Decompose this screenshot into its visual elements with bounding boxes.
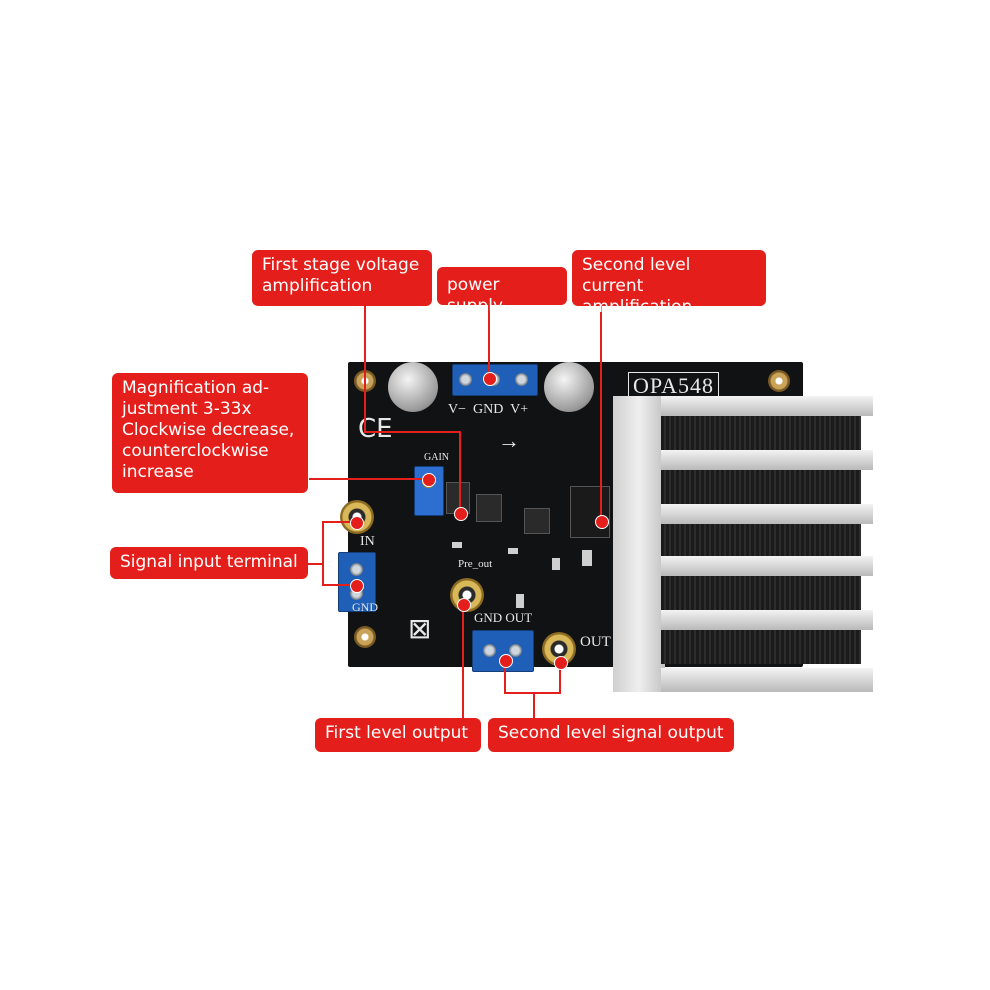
smd-component <box>516 594 524 608</box>
heatsink-gap <box>661 524 861 558</box>
leader-line-first-stage <box>364 431 460 433</box>
callout-signal-input: Signal input terminal <box>110 547 308 579</box>
leader-line-signal-input <box>322 521 324 585</box>
electrolytic-capacitor-right <box>544 362 594 412</box>
screw-icon <box>350 563 363 576</box>
marker-signal-input <box>350 516 364 530</box>
pre-out-label: Pre_out <box>458 558 493 570</box>
leader-line-second-output <box>533 693 535 718</box>
heatsink-fin <box>661 396 873 416</box>
ic-chip <box>524 508 550 534</box>
marker-magnification <box>422 473 436 487</box>
ce-mark: CE <box>358 414 393 444</box>
heatsink-base <box>613 396 665 692</box>
screw-icon <box>509 644 522 657</box>
marker-first-stage <box>454 507 468 521</box>
heatsink-fin <box>661 450 873 470</box>
recycle-bin-icon: ⊠ <box>408 614 432 645</box>
marker-power <box>483 372 497 386</box>
heatsink-fin <box>661 610 873 630</box>
heatsink-gap <box>661 630 861 664</box>
heatsink-fin <box>661 668 873 692</box>
heatsink-gap <box>661 416 861 450</box>
gnd-out-label: GND OUT <box>474 610 533 625</box>
marker-second-output <box>554 656 568 670</box>
leader-line-second-output <box>559 662 561 694</box>
gain-label: GAIN <box>424 452 449 463</box>
arrow-icon: → <box>498 428 520 453</box>
marker-second-current <box>595 515 609 529</box>
callout-first-output: First level output <box>315 718 481 752</box>
marker-second-output <box>499 654 513 668</box>
leader-line-signal-input <box>308 563 324 565</box>
heatsink-fin <box>661 504 873 524</box>
screw-icon <box>515 373 528 386</box>
heatsink <box>613 396 878 692</box>
heatsink-gap <box>661 576 861 610</box>
callout-second-output: Second level signal output <box>488 718 734 752</box>
callout-second-current: Second level current amplification <box>572 250 766 317</box>
callout-magnification: Magnification ad- justment 3-33x Clockwi… <box>112 373 308 493</box>
smd-component <box>452 542 462 548</box>
power-amplifier-chip <box>570 486 610 538</box>
leader-line-second-current <box>600 305 602 517</box>
leader-line-second-output <box>504 660 506 694</box>
mount-hole-tr <box>768 370 790 392</box>
regulator-chip <box>476 494 502 522</box>
out-label: OUT <box>580 634 611 650</box>
leader-line-magnification <box>309 478 427 480</box>
electrolytic-capacitor-left <box>388 362 438 412</box>
marker-signal-input <box>350 579 364 593</box>
smd-component <box>552 558 560 570</box>
leader-line-first-output <box>462 604 464 718</box>
leader-line-first-stage <box>364 306 366 432</box>
leader-line-second-output <box>504 692 561 694</box>
screw-icon <box>483 644 496 657</box>
leader-line-power <box>488 305 490 375</box>
mount-hole-bl <box>354 626 376 648</box>
heatsink-gap <box>661 470 861 504</box>
smd-component <box>582 550 592 566</box>
power-silk-label: V− GND V+ <box>448 402 529 417</box>
model-label: OPA548 <box>628 372 719 400</box>
in-label: IN <box>360 534 375 549</box>
callout-power-supply: power supply <box>437 267 567 316</box>
leader-line-signal-input <box>322 584 354 586</box>
marker-first-output <box>457 598 471 612</box>
heatsink-fin <box>661 556 873 576</box>
callout-first-stage: First stage voltage amplification <box>252 250 432 306</box>
smd-component <box>508 548 518 554</box>
leader-line-signal-input <box>322 521 354 523</box>
leader-line-first-stage <box>459 431 461 513</box>
screw-icon <box>459 373 472 386</box>
gnd-label: GND <box>352 600 378 614</box>
